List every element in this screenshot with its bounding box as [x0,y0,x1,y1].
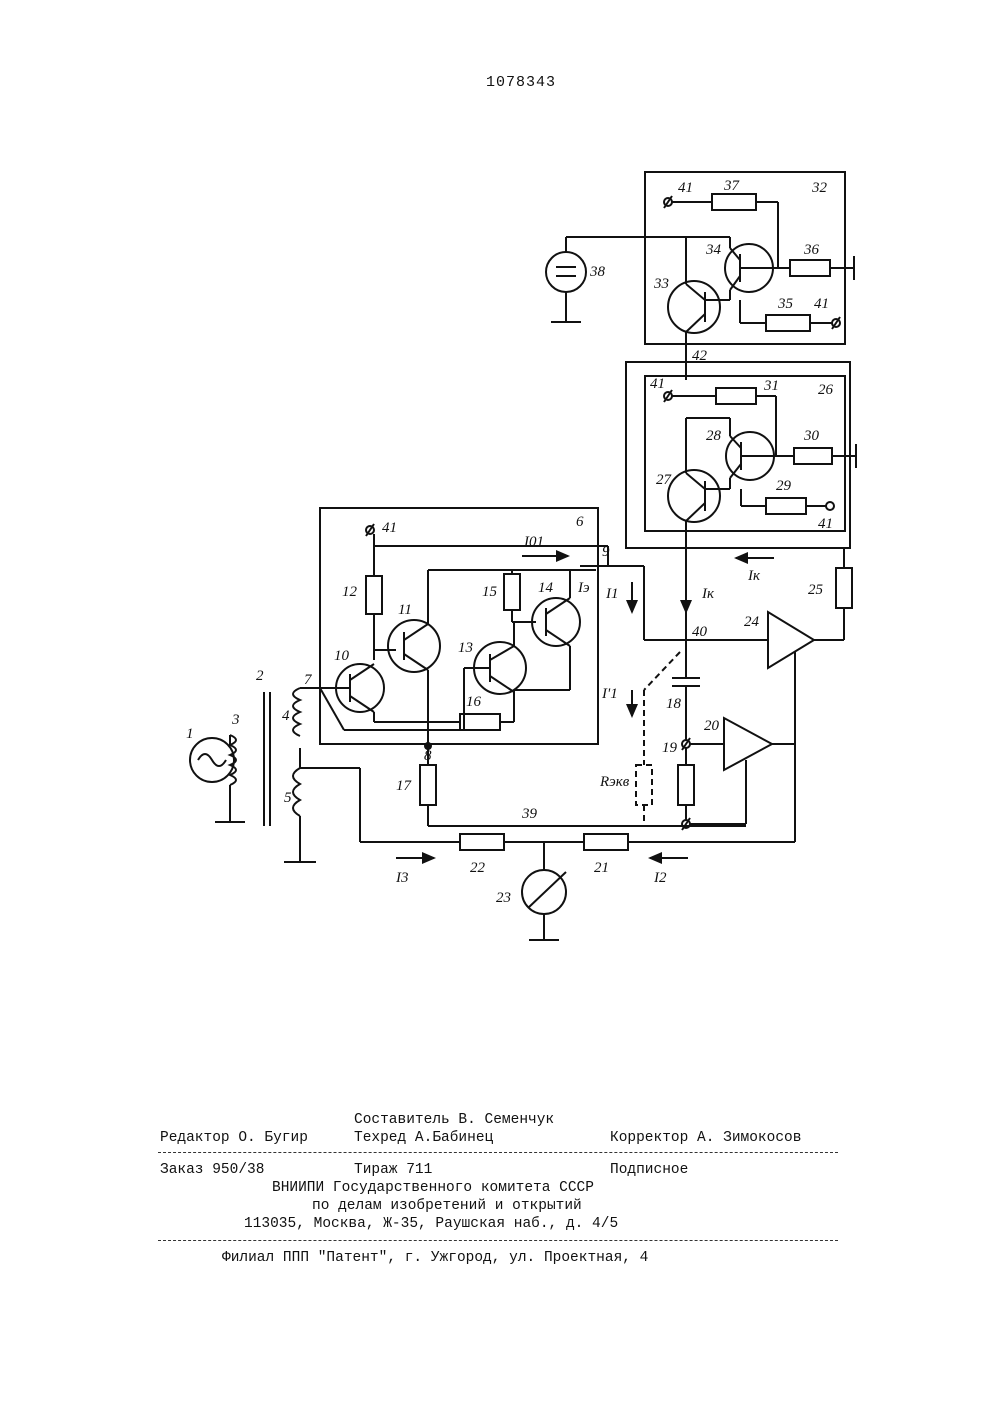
resistor-35 [766,315,810,331]
address-line: 113035, Москва, Ж-35, Раушская наб., д. … [244,1216,618,1232]
resistor-36 [790,260,830,276]
label-10: 10 [334,648,350,664]
label-25: 25 [808,582,824,598]
label-41-29: 41 [818,516,833,532]
label-37: 37 [723,178,741,194]
label-7: 7 [304,672,313,688]
branch-line: Филиал ППП "Патент", г. Ужгород, ул. Про… [222,1250,648,1266]
resistor-31 [716,388,756,404]
label-17: 17 [396,778,413,794]
label-1: 1 [186,726,194,742]
label-rekv: Rэкв [599,774,630,790]
resistor-37 [712,194,756,210]
label-11: 11 [398,602,412,618]
label-39: 39 [521,806,538,822]
resistor-22 [460,834,504,850]
resistor-15 [504,574,520,610]
transistor-14 [532,598,580,646]
label-16: 16 [466,694,482,710]
label-6: 6 [576,514,584,530]
label-30: 30 [803,428,820,444]
label-5: 5 [284,790,292,806]
label-i2: I2 [653,870,667,886]
label-41-26: 41 [650,376,665,392]
resistor-19 [678,765,694,805]
resistor-12 [366,576,382,614]
label-41-35: 41 [814,296,829,312]
label-3: 3 [231,712,240,728]
label-19: 19 [662,740,678,756]
label-20: 20 [704,718,720,734]
label-2: 2 [256,668,264,684]
label-29: 29 [776,478,792,494]
label-15: 15 [482,584,498,600]
resistor-21 [584,834,628,850]
label-42: 42 [692,348,708,364]
label-i3: I3 [395,870,409,886]
label-i1prime: I'1 [601,686,618,702]
source-38 [546,252,586,292]
label-i1: I1 [605,586,619,602]
label-36: 36 [803,242,820,258]
label-38: 38 [589,264,606,280]
techred-line: Техред А.Бабинец [354,1130,493,1146]
label-ie: Iэ [577,580,590,596]
amplifier-20 [724,718,772,770]
divider-top [158,1152,838,1153]
label-23: 23 [496,890,511,906]
block-32 [645,172,845,344]
label-22: 22 [470,860,486,876]
label-13: 13 [458,640,473,656]
compiler-line: Составитель В. Семенчук [354,1112,554,1128]
label-26: 26 [818,382,834,398]
label-18: 18 [666,696,682,712]
label-41-top: 41 [678,180,693,196]
order-line: Заказ 950/38 [160,1162,264,1178]
resistor-25 [836,568,852,608]
label-ik-feedback: Iк [747,568,761,584]
label-4: 4 [282,708,290,724]
label-35: 35 [777,296,794,312]
subscription-line: Подписное [610,1162,688,1178]
editor-line: Редактор О. Бугир [160,1130,308,1146]
label-40: 40 [692,624,708,640]
label-9: 9 [602,544,610,560]
label-34: 34 [705,242,722,258]
label-14: 14 [538,580,554,596]
label-28: 28 [706,428,722,444]
resistor-17 [420,765,436,805]
circulation-line: Тираж 711 [354,1162,432,1178]
label-41-6: 41 [382,520,397,536]
label-32: 32 [811,180,828,196]
org-line-1: ВНИИПИ Государственного комитета СССР [272,1180,594,1196]
divider-bottom [158,1240,838,1241]
label-31: 31 [763,378,779,394]
label-33: 33 [653,276,669,292]
label-27: 27 [656,472,673,488]
label-21: 21 [594,860,609,876]
block-6 [320,508,598,744]
label-i01: I01 [523,534,544,550]
resistor-16 [460,714,500,730]
label-24: 24 [744,614,760,630]
amplifier-24 [768,612,814,668]
label-8: 8 [424,748,432,764]
org-line-2: по делам изобретений и открытий [312,1198,582,1214]
label-ik-vertical: Iк [701,586,715,602]
resistor-30 [794,448,832,464]
resistor-29 [766,498,806,514]
transistor-11 [388,620,440,672]
block-26 [645,376,845,531]
label-12: 12 [342,584,358,600]
resistor-rekv [636,765,652,805]
corrector-line: Корректор А. Зимокосов [610,1130,801,1146]
